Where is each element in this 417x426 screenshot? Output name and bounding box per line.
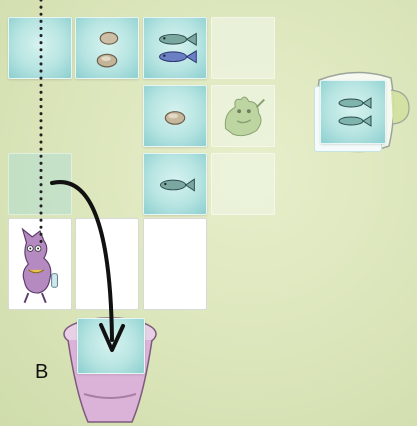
card-blank-r4c3[interactable] <box>143 218 207 310</box>
tile-stone-r2c3[interactable] <box>143 85 207 147</box>
green-creature-icon <box>224 96 265 137</box>
tile-monster-r2c4[interactable] <box>211 85 275 147</box>
tile-empty-r3c4[interactable] <box>211 153 275 215</box>
tile-empty-r2c5[interactable] <box>320 80 386 144</box>
purple-cat-icon <box>21 227 58 304</box>
one-fish-icon <box>160 178 195 192</box>
tile-in-bucket[interactable] <box>77 318 145 374</box>
tile-fish-r3c3[interactable] <box>143 153 207 215</box>
two-fish-icon-stack <box>338 97 372 127</box>
card-blank-r4c2[interactable] <box>75 218 139 310</box>
card-cat-r4c1[interactable] <box>8 218 72 310</box>
one-stone-icon <box>164 111 186 125</box>
tile-stones-r1c2[interactable] <box>75 17 139 79</box>
tile-empty-r1c4[interactable] <box>211 17 275 79</box>
label-b: B <box>35 361 49 383</box>
tile-ghost-r3c1[interactable] <box>8 153 72 215</box>
tile-fish-r1c3[interactable] <box>143 17 207 79</box>
two-fish-icon <box>159 32 197 64</box>
two-stones-icon <box>96 31 119 68</box>
tile-water-r1c1[interactable] <box>8 17 72 79</box>
